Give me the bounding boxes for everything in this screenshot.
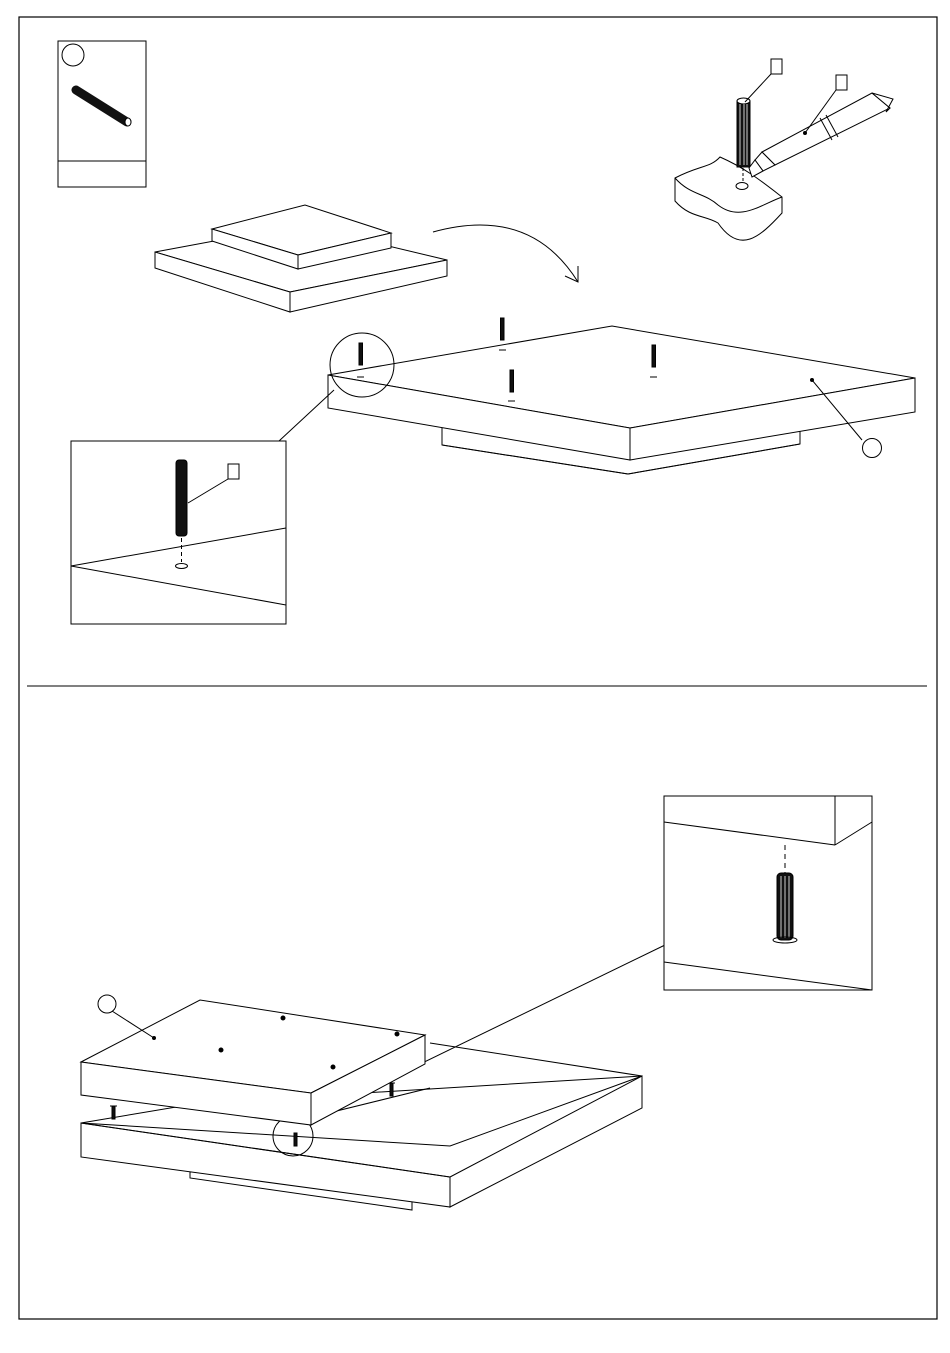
curved-arrow-icon	[433, 225, 578, 282]
table-assembly-drawing	[81, 995, 642, 1210]
part-callout-circle	[98, 995, 116, 1013]
upper-step	[58, 41, 915, 624]
lower-step	[81, 796, 872, 1210]
zoom-detail-box	[71, 390, 334, 624]
dowel-icon	[294, 1133, 297, 1146]
table-base-drawing	[328, 318, 915, 474]
glue-tube-icon	[749, 93, 893, 177]
callout-box	[836, 75, 847, 90]
part-callout-circle	[863, 439, 882, 458]
dowel-icon	[76, 90, 131, 126]
table-overview-sketch	[155, 205, 447, 312]
part-number-circle	[62, 44, 84, 66]
part-card	[58, 41, 146, 187]
glue-detail	[675, 59, 893, 240]
callout-box	[771, 59, 782, 74]
